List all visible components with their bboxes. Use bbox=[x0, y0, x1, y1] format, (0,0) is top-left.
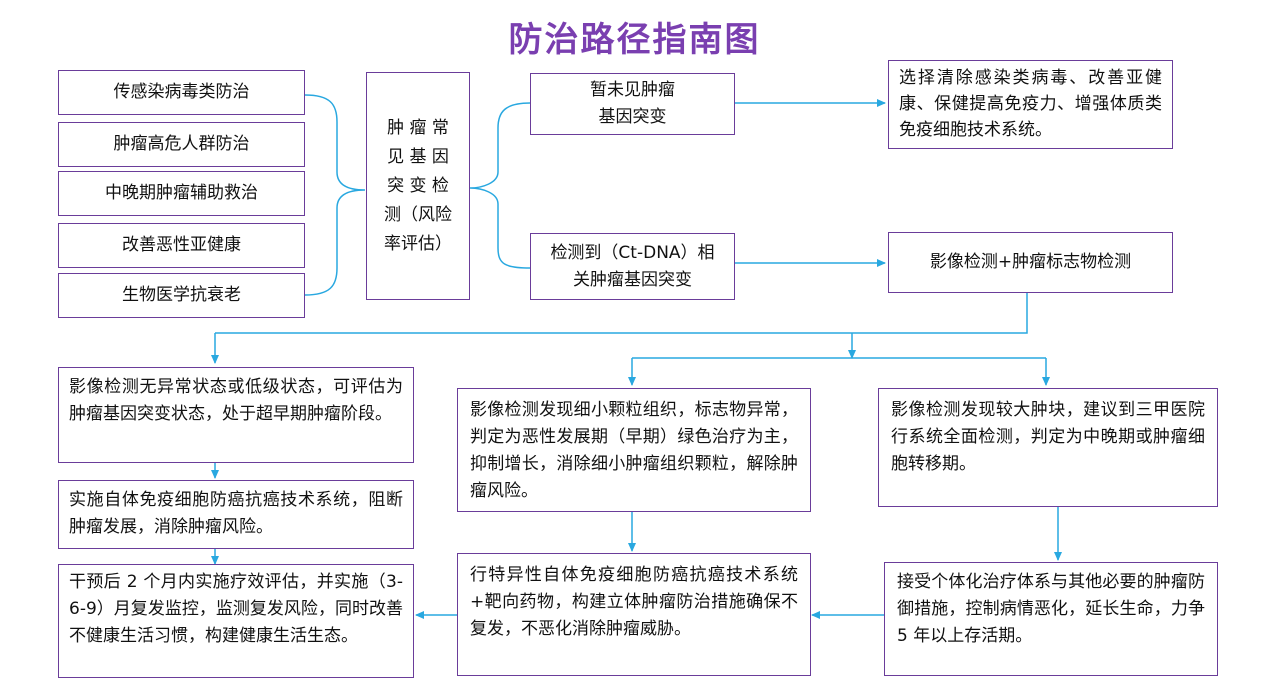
left-brace bbox=[304, 94, 366, 296]
gene-mutation-detection-box: 肿 瘤 常 见 基 因 突 变 检 测（风险 率评估） bbox=[366, 72, 470, 300]
center-line-5: 率评估） bbox=[384, 233, 452, 254]
col3-individualized-treatment-box: 接受个体化治疗体系与其他必要的肿瘤防御措施，控制病情恶化，延长生命，力争 5 年… bbox=[884, 562, 1218, 676]
imaging-tumor-marker-box: 影像检测+肿瘤标志物检测 bbox=[888, 232, 1173, 293]
left-item-antiaging: 生物医学抗衰老 bbox=[58, 273, 305, 318]
center-line-2: 见 基 因 bbox=[387, 146, 449, 167]
left-item-high-risk: 肿瘤高危人群防治 bbox=[58, 122, 305, 167]
center-line-4: 测（风险 bbox=[384, 204, 452, 225]
center-line-3: 突 变 检 bbox=[387, 175, 449, 196]
col1-autologous-immune-box: 实施自体免疫细胞防癌抗癌技术系统，阻断肿瘤发展，消除肿瘤风险。 bbox=[58, 480, 414, 549]
mutation-detected-box: 检测到（Ct-DNA）相 关肿瘤基因突变 bbox=[530, 233, 735, 300]
col3-large-mass-box: 影像检测发现较大肿块，建议到三甲医院行系统全面检测，判定为中晚期或肿瘤细胞转移期… bbox=[878, 388, 1218, 507]
page-title: 防治路径指南图 bbox=[508, 20, 761, 60]
left-item-subhealth: 改善恶性亚健康 bbox=[58, 223, 305, 268]
no-mutation-line-2: 基因突变 bbox=[598, 107, 667, 127]
col1-evaluation-box: 干预后 2 个月内实施疗效评估，并实施（3-6-9）月复发监控，监测复发风险，同… bbox=[58, 564, 414, 678]
imaging-down bbox=[215, 293, 1028, 334]
mutation-detected-line-1: 检测到（Ct-DNA）相 bbox=[550, 242, 715, 263]
col2-small-particles-box: 影像检测发现细小颗粒组织，标志物异常，判定为恶性发展期（早期）绿色治疗为主，抑制… bbox=[457, 388, 811, 512]
col1-no-abnormality-box: 影像检测无异常状态或低级状态，可评估为肿瘤基因突变状态，处于超早期肿瘤阶段。 bbox=[58, 367, 414, 463]
no-mutation-box: 暂未见肿瘤 基因突变 bbox=[530, 73, 735, 135]
no-mutation-line-1: 暂未见肿瘤 bbox=[590, 80, 675, 100]
mutation-detected-line-2: 关肿瘤基因突变 bbox=[573, 269, 692, 290]
immune-system-box: 选择清除感染类病毒、改善亚健康、保健提高免疫力、增强体质类免疫细胞技术系统。 bbox=[888, 60, 1173, 149]
left-item-advanced: 中晚期肿瘤辅助救治 bbox=[58, 171, 305, 216]
left-item-virus: 传感染病毒类防治 bbox=[58, 70, 305, 115]
right-brace bbox=[469, 102, 531, 269]
col2-targeted-therapy-box: 行特异性自体免疫细胞防癌抗癌技术系统+靶向药物，构建立体肿瘤防治措施确保不复发，… bbox=[457, 553, 811, 676]
center-line-1: 肿 瘤 常 bbox=[387, 117, 449, 138]
